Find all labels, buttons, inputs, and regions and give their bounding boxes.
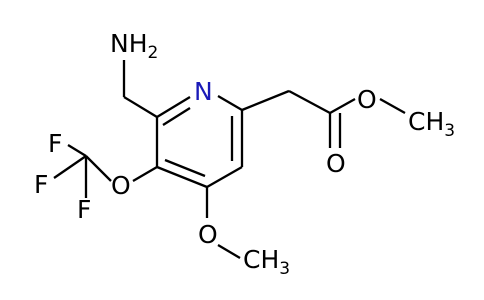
ester-methyl-label: CH3 — [408, 107, 455, 141]
bond-c4-c3-inner — [164, 158, 206, 178]
ester-oxygen-label: O — [357, 85, 377, 114]
bond-c3-o — [132, 166, 158, 182]
fluorine-bottom-label: F — [77, 195, 91, 224]
bonds — [53, 60, 406, 259]
bond-c4-c3 — [156, 165, 208, 189]
bond-ch2-carbonyl — [288, 89, 331, 115]
carbonyl-oxygen-label: O — [326, 149, 346, 178]
amine-label: NH2 — [110, 29, 158, 63]
bond-carbonyl-ester-o — [329, 97, 356, 115]
fluorine-middle-label: F — [34, 170, 48, 199]
bond-o-ch3-methoxy — [217, 244, 241, 259]
bond-c-f-middle — [53, 155, 87, 179]
fluorine-top-label: F — [48, 129, 62, 158]
bond-n-c6 — [217, 95, 243, 111]
bond-c2-ch2 — [123, 96, 158, 118]
ring-nitrogen-label: N — [194, 77, 213, 106]
bond-c6-ch2-acetate — [241, 89, 290, 112]
bond-ester-o-ch3 — [379, 97, 406, 115]
methoxy-methyl-label: CH3 — [243, 245, 290, 279]
bond-c2-n — [156, 96, 191, 118]
bond-c-f-top — [67, 144, 87, 157]
trifluoromethoxy-oxygen-label: O — [111, 171, 131, 200]
bond-c5-c4 — [206, 166, 243, 188]
bond-c2-n-inner — [162, 107, 191, 126]
bond-o-cf3 — [85, 155, 112, 182]
methoxy-oxygen-label: O — [198, 220, 218, 249]
atom-labels: NH2 N O CH3 O F O F F O CH3 — [34, 29, 455, 279]
